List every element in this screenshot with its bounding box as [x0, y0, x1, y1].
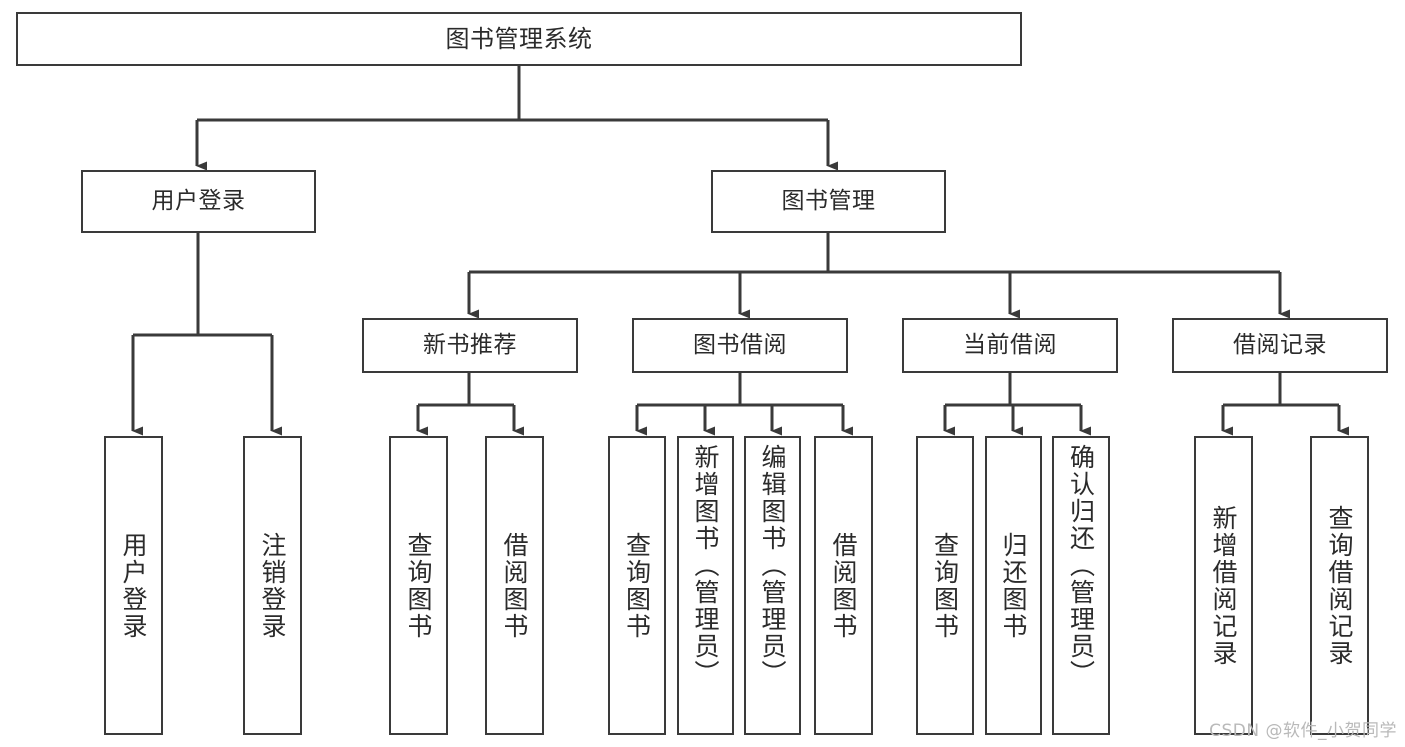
node-root-label: 图书管理系统	[445, 24, 593, 53]
node-book-management[interactable]: 图书管理	[711, 170, 946, 233]
node-book-borrow-label: 图书借阅	[693, 331, 787, 358]
node-leaf-add-book[interactable]: 新增图书（管理员）	[677, 436, 734, 735]
node-leaf-add-record[interactable]: 新增借阅记录	[1194, 436, 1253, 735]
node-new-book-recommend-label: 新书推荐	[423, 331, 517, 358]
node-user-login-label: 用户登录	[151, 187, 246, 214]
node-leaf-query-book-1-label: 查询图书	[404, 531, 433, 640]
node-leaf-logout[interactable]: 注销登录	[243, 436, 302, 735]
node-leaf-query-record[interactable]: 查询借阅记录	[1310, 436, 1369, 735]
node-leaf-add-book-label: 新增图书（管理员）	[691, 444, 720, 687]
node-leaf-borrow-book-1-label: 借阅图书	[500, 531, 529, 640]
node-book-borrow[interactable]: 图书借阅	[632, 318, 848, 373]
node-leaf-borrow-book-2[interactable]: 借阅图书	[814, 436, 873, 735]
node-current-borrow-label: 当前借阅	[963, 331, 1057, 358]
node-leaf-query-book-2[interactable]: 查询图书	[608, 436, 666, 735]
node-leaf-user-login[interactable]: 用户登录	[104, 436, 163, 735]
node-leaf-logout-label: 注销登录	[258, 531, 287, 640]
node-leaf-query-book-3[interactable]: 查询图书	[916, 436, 974, 735]
node-leaf-edit-book-label: 编辑图书（管理员）	[758, 444, 787, 687]
node-leaf-query-record-label: 查询借阅记录	[1325, 504, 1354, 667]
node-leaf-query-book-3-label: 查询图书	[930, 531, 960, 640]
node-leaf-return-book-label: 归还图书	[999, 531, 1028, 640]
node-leaf-confirm-return-label: 确认归还（管理员）	[1066, 444, 1096, 687]
node-leaf-confirm-return[interactable]: 确认归还（管理员）	[1052, 436, 1110, 735]
node-current-borrow[interactable]: 当前借阅	[902, 318, 1118, 373]
node-leaf-borrow-book-2-label: 借阅图书	[829, 531, 858, 640]
node-leaf-add-record-label: 新增借阅记录	[1209, 504, 1238, 667]
csdn-watermark: CSDN @软件_小贺同学	[1209, 721, 1397, 741]
node-book-management-label: 图书管理	[781, 187, 876, 214]
node-leaf-query-book-2-label: 查询图书	[622, 531, 652, 640]
node-leaf-return-book[interactable]: 归还图书	[985, 436, 1042, 735]
node-root[interactable]: 图书管理系统	[16, 12, 1022, 66]
node-new-book-recommend[interactable]: 新书推荐	[362, 318, 578, 373]
node-leaf-user-login-label: 用户登录	[119, 531, 148, 640]
node-borrow-record[interactable]: 借阅记录	[1172, 318, 1388, 373]
node-user-login[interactable]: 用户登录	[81, 170, 316, 233]
node-leaf-query-book-1[interactable]: 查询图书	[389, 436, 448, 735]
node-borrow-record-label: 借阅记录	[1233, 331, 1327, 358]
node-leaf-borrow-book-1[interactable]: 借阅图书	[485, 436, 544, 735]
node-leaf-edit-book[interactable]: 编辑图书（管理员）	[744, 436, 801, 735]
